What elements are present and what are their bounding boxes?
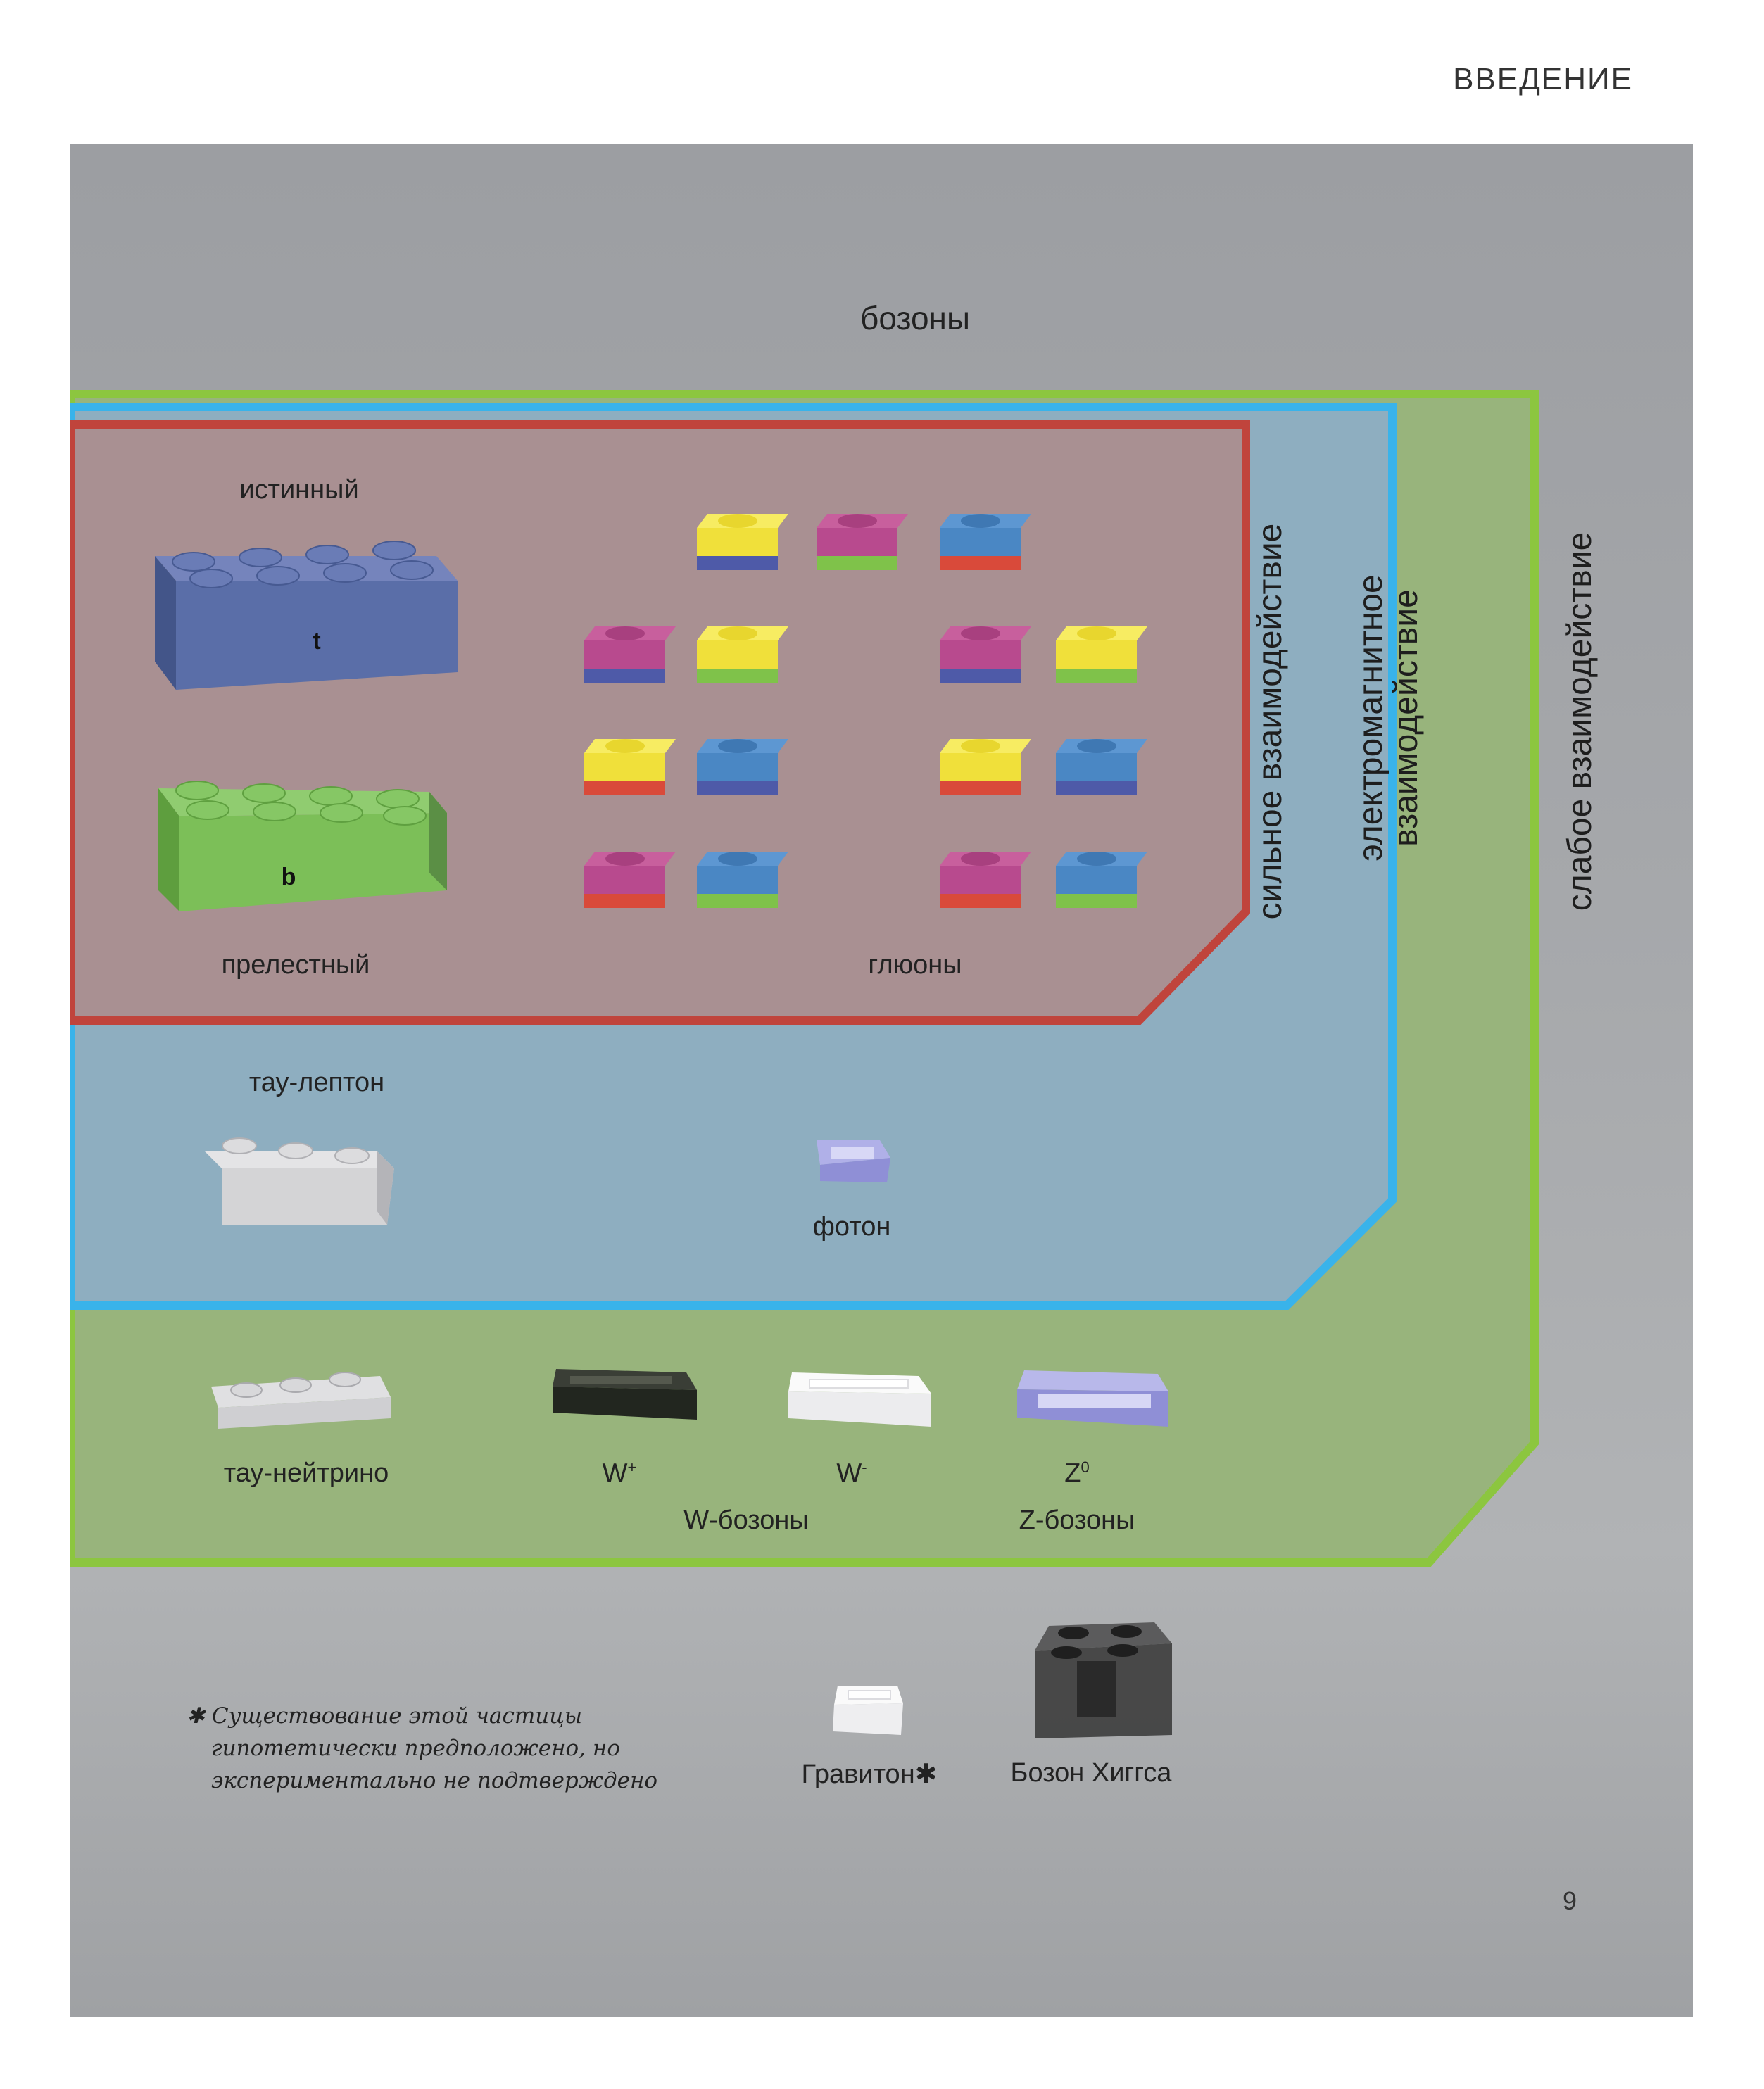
w-plus-label: W+ (584, 1458, 655, 1489)
gluon-magenta-blue-2 (940, 626, 1031, 683)
graviton-brick (833, 1686, 903, 1735)
strong-interaction-label: сильное взаимодействие (1252, 523, 1289, 920)
gluon-blue-green (697, 852, 788, 908)
running-head: ВВЕДЕНИЕ (1453, 62, 1633, 96)
footnote-asterisk: ✱ (187, 1703, 205, 1729)
w-bosons-label: W‑бозоны (683, 1506, 809, 1535)
em-interaction-label: электромагнитное взаимодействие (1352, 465, 1431, 971)
gluon-yellow-blue (697, 514, 788, 570)
gluon-blue-blue (697, 739, 788, 795)
footnote-line1: ✱ Существование этой частицы (187, 1700, 764, 1732)
footnote-line3: экспериментально не подтверждено (211, 1768, 658, 1793)
tau-neutrino-brick (211, 1372, 391, 1429)
gluons-group (584, 514, 1147, 908)
gluon-blue-blue-2 (1056, 739, 1147, 795)
higgs-brick (1035, 1622, 1172, 1738)
gluon-yellow-green-2 (1056, 626, 1147, 683)
w-minus-label: W- (817, 1458, 887, 1489)
weak-interaction-label: слабое взаимодействие (1561, 531, 1599, 911)
z-bosons-label: Z‑бозоны (1019, 1506, 1135, 1535)
tau-lepton-label: тау‑лептон (248, 1068, 385, 1097)
top-quark-symbol: t (313, 628, 320, 655)
graviton-text: Гравитон (801, 1760, 915, 1789)
gluon-magenta-blue (584, 626, 676, 683)
bottom-quark-brick: b (158, 781, 447, 911)
z0-base: Z (1064, 1458, 1081, 1489)
w-plus-base: W (602, 1458, 628, 1489)
photon-label: фотон (812, 1212, 891, 1242)
top-quark-brick: t (155, 541, 458, 690)
gluon-magenta-red-2 (940, 852, 1031, 908)
footnote-line2: гипотетически предположено, но (211, 1736, 620, 1761)
bottom-quark-symbol: b (282, 864, 296, 890)
graviton-label: Гравитон✱ (781, 1758, 957, 1790)
gluon-magenta-green (817, 514, 908, 570)
bosons-title: бозоны (859, 300, 971, 336)
graviton-asterisk: ✱ (914, 1760, 938, 1789)
higgs-label: Бозон Хиггса (1010, 1758, 1172, 1788)
w-plus-brick (553, 1369, 697, 1420)
top-quark-label: истинный (239, 475, 359, 505)
gluon-blue-green-2 (1056, 852, 1147, 908)
z0-sup: 0 (1081, 1458, 1090, 1476)
em-label-line1: электромагнитное (1352, 574, 1390, 862)
bottom-quark-label: прелестный (221, 950, 370, 980)
z0-label: Z0 (1042, 1458, 1112, 1489)
boson-panel: бозоны сильное взаимодействие электромаг… (70, 144, 1693, 2017)
gluon-magenta-red (584, 852, 676, 908)
tau-neutrino-label: тау‑нейтрино (223, 1458, 389, 1488)
page-number: 9 (1563, 1886, 1577, 1915)
gluons-label: глюоны (868, 950, 962, 980)
gluon-yellow-red-2 (940, 739, 1031, 795)
footnote-text1: Существование этой частицы (211, 1703, 583, 1729)
w-plus-sup: + (627, 1458, 637, 1476)
footnote: ✱ Существование этой частицы гипотетичес… (187, 1700, 764, 1797)
em-label-line2: взаимодействие (1387, 589, 1425, 847)
z0-brick (1017, 1370, 1168, 1427)
w-minus-brick (788, 1372, 931, 1427)
gluon-yellow-green (697, 626, 788, 683)
photon-brick (817, 1140, 890, 1182)
gluon-yellow-red (584, 739, 676, 795)
gluon-blue-red (940, 514, 1031, 570)
w-minus-sup: - (862, 1458, 867, 1476)
tau-lepton-brick (204, 1137, 394, 1225)
w-minus-base: W (836, 1458, 862, 1489)
